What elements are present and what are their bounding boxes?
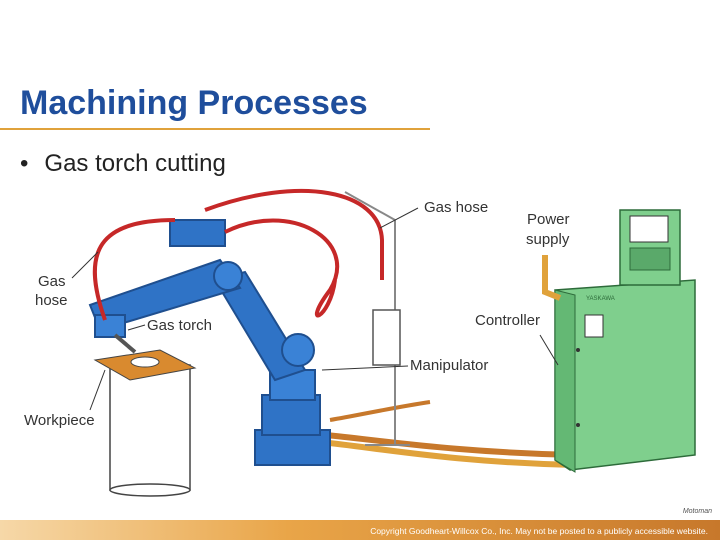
upper-gas-hose xyxy=(204,188,384,280)
workpiece-base xyxy=(109,483,191,497)
controller-switch xyxy=(584,314,604,338)
arrow-gas-hose-left xyxy=(71,251,99,279)
arrow-gas-torch xyxy=(127,324,146,331)
title-underline xyxy=(0,128,430,130)
power-supply-screen xyxy=(629,215,669,243)
controller-side xyxy=(554,289,576,473)
bullet-item: • Gas torch cutting xyxy=(20,150,226,178)
brand-label: YASKAWA xyxy=(586,296,615,302)
robot-diagram: YASKAWA xyxy=(71,188,696,497)
workpiece-hole xyxy=(130,356,160,368)
floor-cable-3 xyxy=(329,400,431,422)
robot-elbow-joint xyxy=(213,261,243,291)
arrow-gas-hose-top xyxy=(379,207,419,229)
label-gas-torch: Gas torch xyxy=(147,317,213,334)
slide-title: Machining Processes xyxy=(20,84,368,122)
label-power-supply-2: supply xyxy=(526,231,570,248)
center-gas-hose xyxy=(224,218,339,318)
left-gas-hose xyxy=(92,218,176,321)
workpiece-cylinder xyxy=(109,364,191,491)
controller-hinge-1 xyxy=(576,348,580,352)
controller-hinge-2 xyxy=(576,423,580,427)
hose-stand-arm xyxy=(344,191,396,221)
robot-shoulder-joint xyxy=(281,333,315,367)
bullet-dot: • xyxy=(20,150,29,177)
footer-bar: Copyright Goodheart-Willcox Co., Inc. Ma… xyxy=(0,520,720,540)
robot-motor xyxy=(169,219,226,247)
arrow-workpiece xyxy=(89,369,106,411)
power-supply-keypad xyxy=(629,247,671,271)
label-workpiece: Workpiece xyxy=(24,412,95,429)
label-manipulator: Manipulator xyxy=(410,357,489,374)
label-controller: Controller xyxy=(475,312,541,329)
floor-cable-1 xyxy=(324,432,576,458)
image-credit: Motoman xyxy=(682,508,712,515)
arrow-controller xyxy=(539,334,559,366)
label-gas-hose-left-1: Gas xyxy=(38,273,66,290)
label-gas-hose-top: Gas hose xyxy=(424,199,489,216)
label-power-supply-1: Power xyxy=(527,211,570,228)
copyright-text: Copyright Goodheart-Willcox Co., Inc. Ma… xyxy=(370,526,708,536)
robot-wrist xyxy=(94,314,126,338)
controller-cabinet xyxy=(554,279,696,471)
floor-cable-2 xyxy=(319,439,576,468)
gas-torch-nozzle xyxy=(113,333,137,354)
arrow-manipulator xyxy=(321,365,409,371)
power-supply-cable xyxy=(542,255,562,301)
bullet-text: Gas torch cutting xyxy=(44,150,226,177)
hose-stand-canister xyxy=(372,309,401,366)
label-gas-hose-left-2: hose xyxy=(35,292,68,309)
robot-illustration: YASKAWA Gas hose Gas hose Gas torch Powe… xyxy=(0,180,720,500)
